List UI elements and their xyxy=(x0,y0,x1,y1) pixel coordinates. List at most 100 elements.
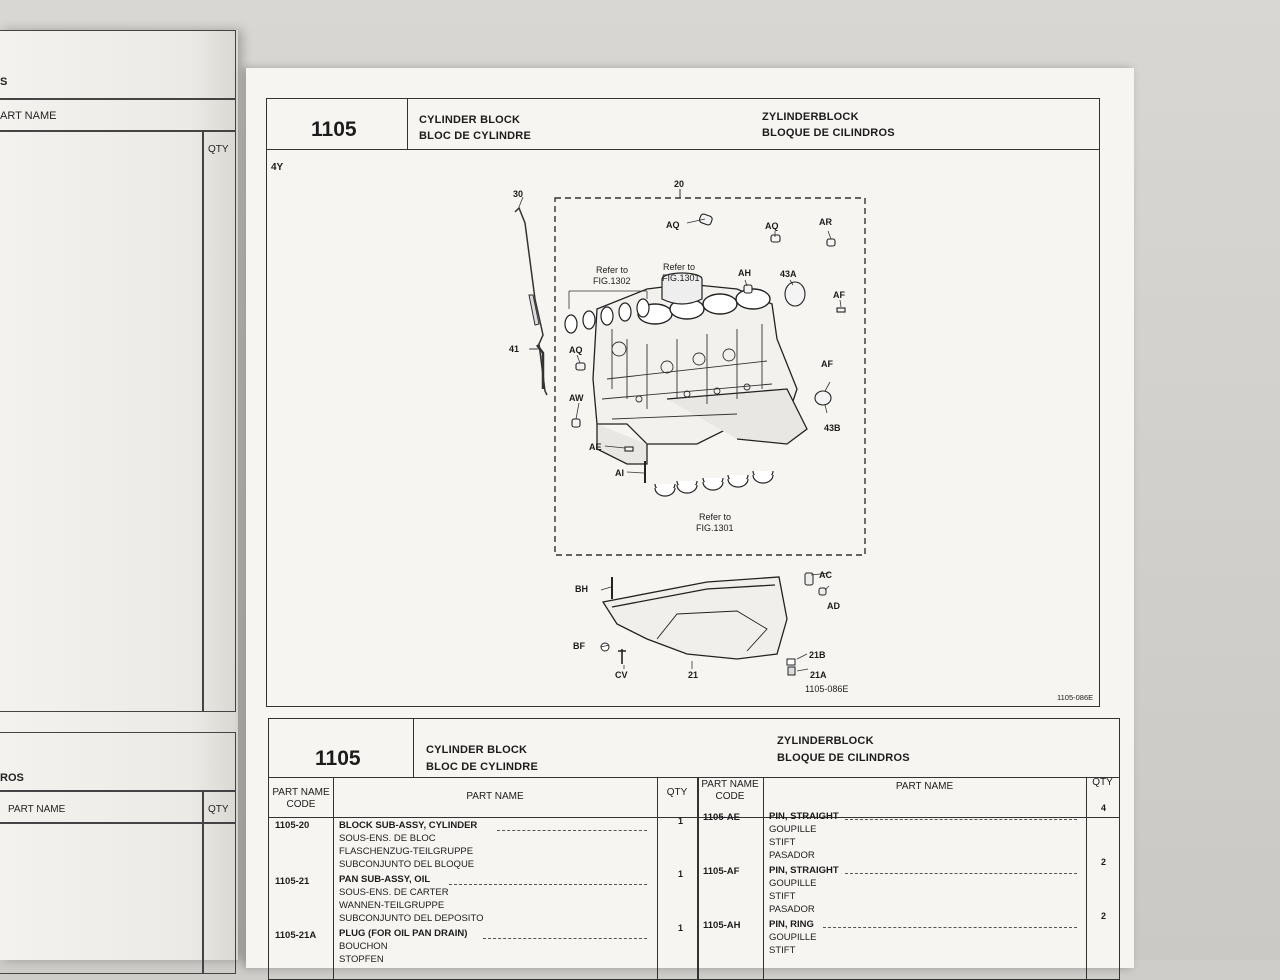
col-divider-middle xyxy=(697,777,699,979)
right-row-1-leader xyxy=(845,819,1077,820)
left-row-2-es: SUBCONJUNTO DEL DEPOSITO xyxy=(339,913,484,924)
piston xyxy=(661,272,703,305)
label-30: 30 xyxy=(513,189,523,199)
table-title-es: BLOQUE DE CILINDROS xyxy=(777,752,910,764)
col-header-code-left-l2: CODE xyxy=(286,799,316,810)
label-ref-1302-a: Refer to xyxy=(596,265,628,275)
label-21a: 21A xyxy=(810,670,827,680)
col-header-bottom xyxy=(269,817,1119,818)
label-aq-2: AQ xyxy=(765,221,779,231)
label-43a: 43A xyxy=(780,269,797,279)
right-row-1-de: STIFT xyxy=(769,837,796,848)
label-ref-1301-c: Refer to xyxy=(699,512,731,522)
left-row-2-fr: SOUS-ENS. DE CARTER xyxy=(339,887,449,898)
left-row-1-code: 1105-20 xyxy=(275,820,310,831)
right-row-3-fr: GOUPILLE xyxy=(769,932,817,943)
label-drawing-ref: 1105-086E xyxy=(805,684,848,694)
right-row-3-name: PIN, RING xyxy=(769,919,814,930)
label-cv: CV xyxy=(615,670,628,680)
label-ac: AC xyxy=(819,570,832,580)
oil-pan xyxy=(601,576,788,660)
label-ar: AR xyxy=(819,217,832,227)
label-21b: 21B xyxy=(809,650,826,660)
figure-title-fr: BLOC DE CYLINDRE xyxy=(419,130,531,142)
left-page-divider-4 xyxy=(0,822,236,824)
col-header-code-right-l2: CODE xyxy=(715,791,745,802)
label-20: 20 xyxy=(674,179,684,189)
figure-title-de: ZYLINDERBLOCK xyxy=(762,111,859,123)
col-header-code-left-l1: PART NAME xyxy=(272,787,330,798)
assembly-box xyxy=(554,197,866,556)
figure-header xyxy=(267,99,1099,150)
left-row-3-desc: PLUG (FOR OIL PAN DRAIN) BOUCHON STOPFEN xyxy=(339,927,467,966)
col-divider-code-l xyxy=(333,777,334,979)
left-page-divider-2 xyxy=(0,130,236,132)
part-ad xyxy=(818,587,827,596)
right-row-2-code: 1105-AF xyxy=(703,866,740,877)
right-row-2-qty: 2 xyxy=(1101,857,1107,867)
left-row-1-fr: SOUS-ENS. DE BLOC xyxy=(339,833,436,844)
drawing-ref-corner: 1105-086E xyxy=(1057,693,1094,702)
piston-rings xyxy=(564,298,650,334)
right-row-2-leader xyxy=(845,873,1077,874)
callout-labels: 30 20 AQ AQ AR Refer to FIG.1302 Refer t… xyxy=(509,179,848,694)
right-row-1-name: PIN, STRAIGHT xyxy=(769,811,839,822)
left-page-divider-3 xyxy=(0,790,236,792)
label-ref-1302-b: FIG.1302 xyxy=(593,276,631,286)
left-row-3-qty: 1 xyxy=(678,923,684,933)
table-title-de: ZYLINDERBLOCK xyxy=(777,735,874,747)
left-row-1-qty: 1 xyxy=(678,816,684,826)
right-row-3-code: 1105-AH xyxy=(703,920,741,931)
col-header-code-left: PART NAME CODE xyxy=(269,787,333,811)
exploded-diagram: 30 20 AQ AQ AR Refer to FIG.1302 Refer t… xyxy=(509,179,866,694)
col-header-code-right: PART NAME CODE xyxy=(697,779,763,803)
right-row-3-qty: 2 xyxy=(1101,911,1107,921)
left-page: S ART NAME QTY ROS PART NAME QTY xyxy=(0,30,238,974)
right-row-3-de: STIFT xyxy=(769,945,796,956)
drain-gasket xyxy=(786,658,796,666)
left-page-col-part-name-2: PART NAME xyxy=(8,804,66,815)
label-af-2: AF xyxy=(821,359,833,369)
right-row-2-de: STIFT xyxy=(769,891,796,902)
left-row-3-code: 1105-21A xyxy=(275,930,317,941)
col-divider-qty-l xyxy=(657,777,658,979)
right-row-1-code: 1105-AE xyxy=(703,812,740,823)
part-ac xyxy=(804,572,814,586)
label-aq-1: AQ xyxy=(666,220,680,230)
label-aw: AW xyxy=(569,393,584,403)
col-header-code-right-l1: PART NAME xyxy=(701,779,759,790)
label-bh: BH xyxy=(575,584,588,594)
right-row-2-fr: GOUPILLE xyxy=(769,878,817,889)
left-row-1-desc: BLOCK SUB-ASSY, CYLINDER SOUS-ENS. DE BL… xyxy=(339,819,477,871)
right-row-1-desc: PIN, STRAIGHT GOUPILLE STIFT PASADOR xyxy=(769,810,839,862)
engine-code: 4Y xyxy=(271,162,284,173)
label-ai: AI xyxy=(615,468,624,478)
left-row-2-leader xyxy=(449,884,647,885)
dipstick-guide xyxy=(536,344,545,389)
label-41: 41 xyxy=(509,344,519,354)
label-ref-1301-b: FIG.1301 xyxy=(662,273,700,283)
right-row-2-es: PASADOR xyxy=(769,904,815,915)
small-parts xyxy=(571,213,846,483)
left-page-col-part-name: ART NAME xyxy=(0,110,57,122)
left-row-2-qty: 1 xyxy=(678,869,684,879)
label-ref-1301-d: FIG.1301 xyxy=(696,523,734,533)
col-divider-code-r xyxy=(763,777,764,979)
left-page-title-fragment: S xyxy=(0,76,8,88)
label-ah: AH xyxy=(738,268,751,278)
label-bf: BF xyxy=(573,641,585,651)
left-row-2-name: PAN SUB-ASSY, OIL xyxy=(339,874,431,885)
right-row-1-fr: GOUPILLE xyxy=(769,824,817,835)
right-row-3-desc: PIN, RING GOUPILLE STIFT xyxy=(769,918,817,957)
label-21: 21 xyxy=(688,670,698,680)
drain-plug xyxy=(787,666,796,676)
col-header-qty-right: QTY xyxy=(1092,777,1113,788)
main-bearings xyxy=(654,470,774,497)
figure-frame: 1105 CYLINDER BLOCK BLOC DE CYLINDRE ZYL… xyxy=(266,98,1100,707)
left-page-frame-bottom xyxy=(0,732,236,974)
left-row-1-leader xyxy=(497,830,647,831)
left-row-3-name: PLUG (FOR OIL PAN DRAIN) xyxy=(339,928,468,939)
left-page-qty-divider-2 xyxy=(202,790,204,974)
left-page-divider xyxy=(0,98,236,100)
table-title-fr: BLOC DE CYLINDRE xyxy=(426,761,538,773)
